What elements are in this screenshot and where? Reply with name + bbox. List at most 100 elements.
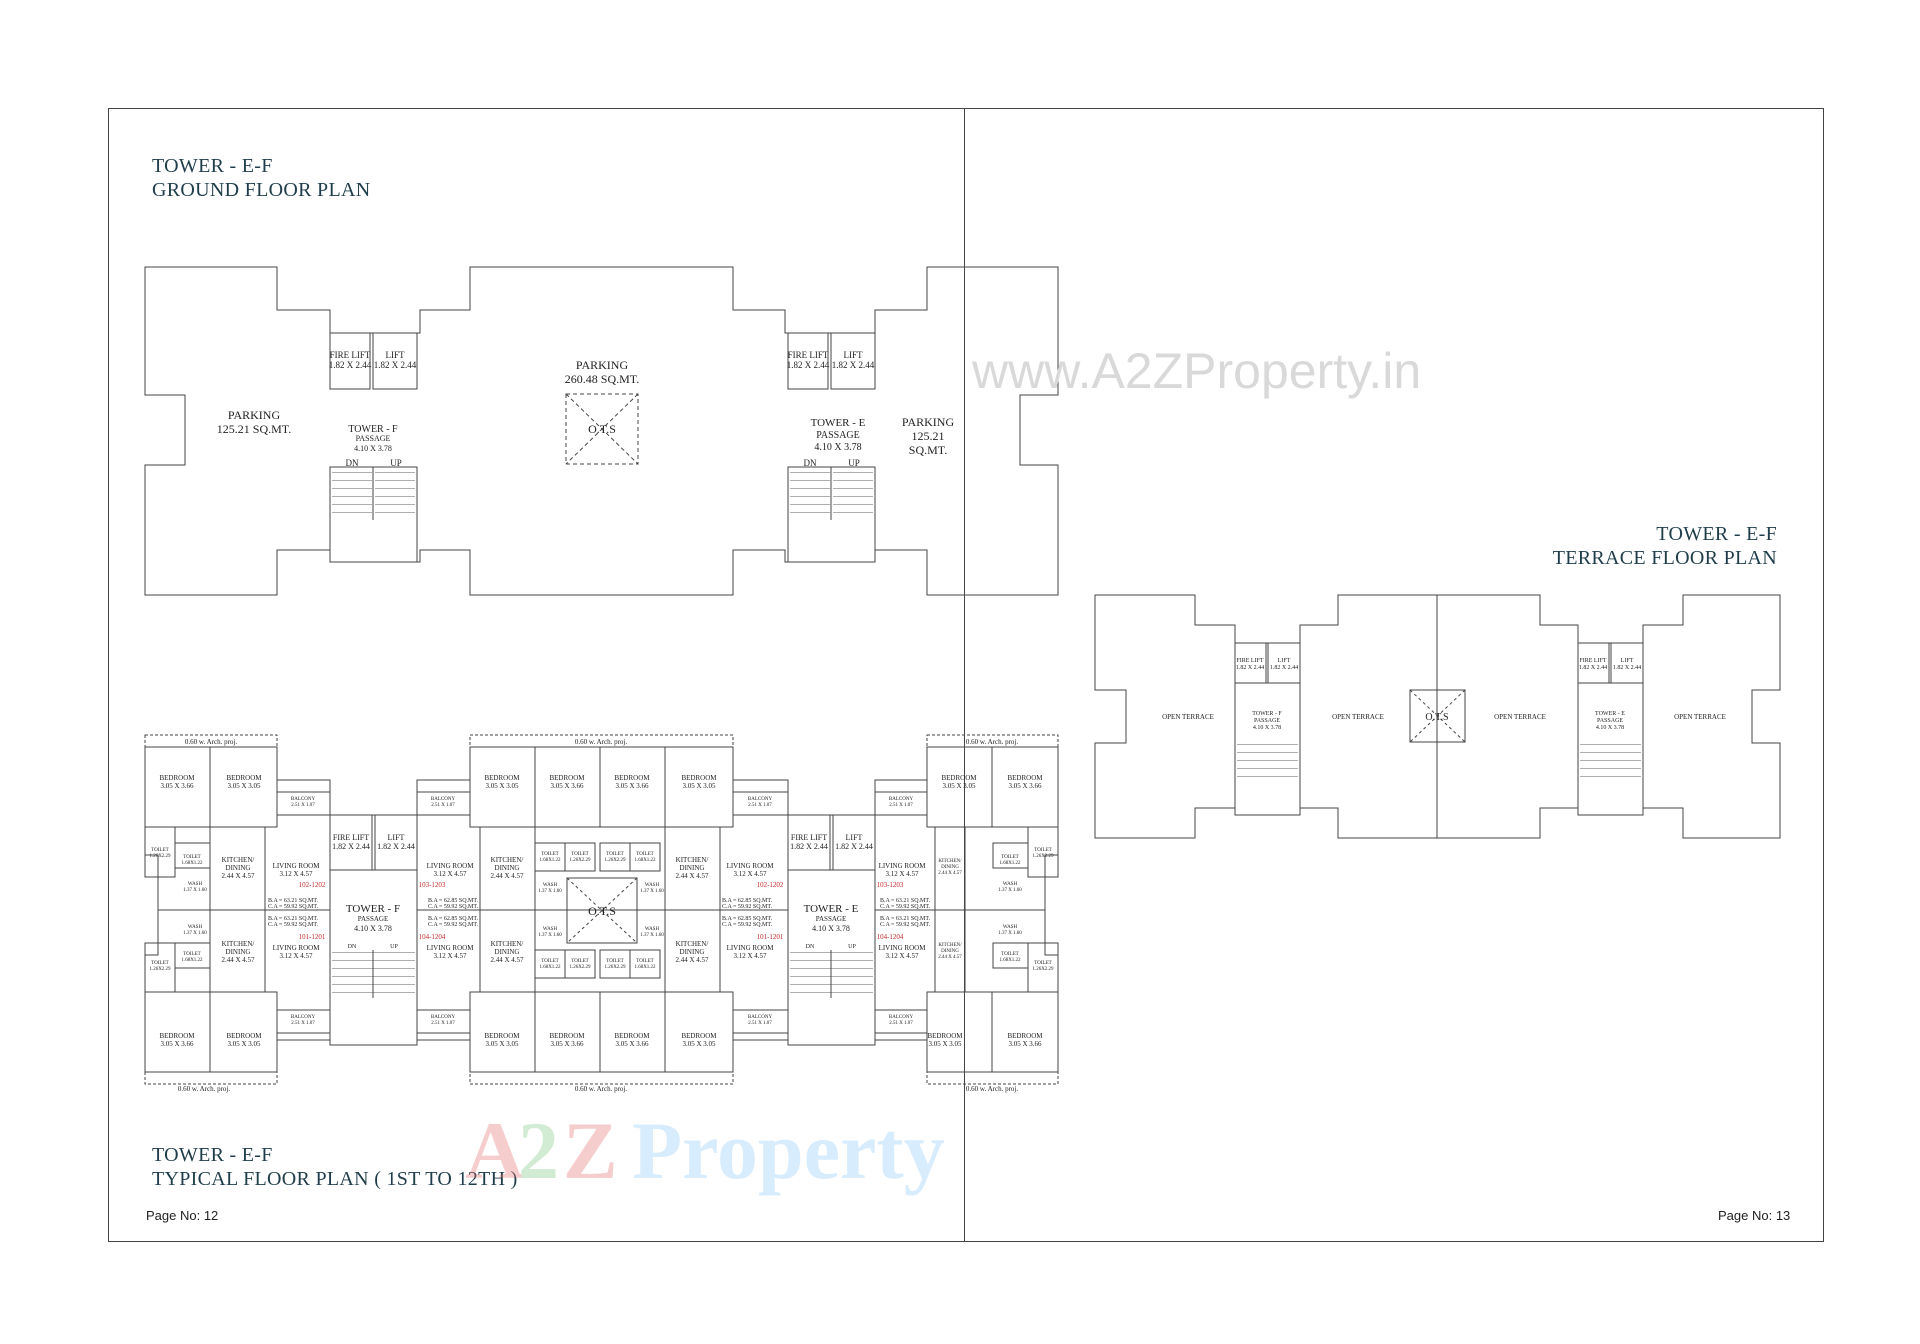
bed-size-5: 3.05 X 3.66 (615, 782, 649, 790)
bed-label-12: BEDROOM (549, 1032, 585, 1040)
bed-size-4: 3.05 X 3.66 (550, 782, 584, 790)
bed-label-5: BEDROOM (614, 774, 650, 782)
ground-tower-f-name: TOWER - F (348, 424, 398, 435)
terrace-fire-lift-e-label: FIRE LIFT (1579, 658, 1607, 664)
typical-up-f: UP (390, 944, 398, 950)
kitchen-label-7: KITCHEN/ (938, 859, 962, 864)
living-size-7: 3.12 X 4.57 (885, 870, 919, 878)
kitchen-size-2: 2.44 X 4.57 (221, 956, 255, 964)
kitchen-6 (664, 909, 721, 993)
arch-proj-label-3: 0.60 w. Arch. proj. (966, 738, 1018, 746)
terrace-floor-plan (1094, 594, 1781, 839)
living-size-4: 3.12 X 4.57 (433, 952, 467, 960)
area-ca-3: C.A = 59.92 SQ.MT. (428, 904, 479, 910)
balcony-label-4: BALCONY (889, 797, 914, 802)
arch-proj-label-2: 0.60 w. Arch. proj. (575, 738, 627, 746)
kitchen-size-8: 2.44 X 4.57 (938, 955, 962, 960)
kitchen-label-3: KITCHEN/ (491, 856, 524, 864)
living-label-2: LIVING ROOM (273, 944, 321, 952)
toilet-label-2: TOILET (183, 855, 200, 860)
kitchen-dining-8: DINING (941, 949, 959, 954)
kitchen-8 (934, 909, 966, 993)
arch-proj-label-1: 0.60 w. Arch. proj. (185, 738, 237, 746)
arch-proj-label-4: 0.60 w. Arch. proj. (178, 1085, 230, 1093)
typical-dn-e: DN (806, 944, 815, 950)
wash-label-6: WASH (645, 927, 660, 932)
toilet-label-8: TOILET (636, 852, 653, 857)
toilet-label-1: TOILET (151, 848, 168, 853)
ground-tower-e-size: 4.10 X 3.78 (814, 442, 861, 453)
logo-watermark-property: Property (632, 1105, 945, 1196)
ground-lift-f-label: LIFT (386, 350, 406, 360)
typical-ots-label: O.T.S (588, 904, 616, 918)
terrace-fire-lift-e-size: 1.82 X 2.44 (1579, 665, 1607, 671)
page-frame (108, 108, 1824, 1242)
living-label-5: LIVING ROOM (727, 862, 775, 870)
living-size-5: 3.12 X 4.57 (733, 870, 767, 878)
ground-tower-e-passage: PASSAGE (816, 430, 860, 441)
wash-label-5: WASH (543, 927, 558, 932)
ground-fire-lift-e-size: 1.82 X 2.44 (787, 360, 830, 370)
balcony-label-3: BALCONY (748, 797, 773, 802)
bed-size-14: 3.05 X 3.05 (682, 1040, 716, 1048)
bed-label-1: BEDROOM (159, 774, 195, 782)
ground-fire-lift-f-size: 1.82 X 2.44 (329, 360, 372, 370)
wash-label-7: WASH (1003, 882, 1018, 887)
wash-label-8: WASH (1003, 925, 1018, 930)
bed-label-3: BEDROOM (484, 774, 520, 782)
toilet-label-3: TOILET (151, 961, 168, 966)
wash-size-6: 1.37 X 1.60 (640, 933, 664, 938)
terrace-floor-title-line2: TERRACE FLOOR PLAN (1552, 547, 1777, 569)
balcony-label-1: BALCONY (291, 797, 316, 802)
balcony-label-2: BALCONY (431, 797, 456, 802)
ground-floor-plan (144, 266, 1059, 596)
area-ba-4: B.A = 62.85 SQ.MT. (428, 916, 479, 922)
wash-label-4: WASH (645, 883, 660, 888)
bed-label-6: BEDROOM (681, 774, 717, 782)
typical-ots (566, 877, 638, 944)
balcony-size-3: 2.51 X 1.07 (748, 803, 772, 808)
typical-tower-f-size: 4.10 X 3.78 (354, 924, 392, 933)
bed-label-10: BEDROOM (226, 1032, 262, 1040)
ground-up-f: UP (390, 458, 402, 468)
typical-lift-f-size: 1.82 X 2.44 (377, 842, 415, 851)
bed-label-16: BEDROOM (1007, 1032, 1043, 1040)
ground-floor-title: TOWER - E-F GROUND FLOOR PLAN (152, 154, 370, 202)
terrace-fire-lift-f-size: 1.82 X 2.44 (1236, 665, 1264, 671)
arch-proj-bottom-center (469, 1071, 734, 1085)
area-ca-7: C.A = 59.92 SQ.MT. (880, 904, 931, 910)
balcony-size-2: 2.51 X 1.07 (431, 803, 455, 808)
typical-passage-f (329, 869, 418, 1046)
kitchen-size-7: 2.44 X 4.57 (938, 871, 962, 876)
kitchen-dining-4: DINING (495, 948, 520, 956)
terrace-tower-f-name: TOWER - F (1252, 711, 1282, 717)
living-size-2: 3.12 X 4.57 (279, 952, 313, 960)
flat-number-103-e: 103-1203 (877, 881, 904, 889)
ground-floor-title-line1: TOWER - E-F (152, 155, 273, 177)
arch-proj-label-6: 0.60 w. Arch. proj. (966, 1085, 1018, 1093)
kitchen-dining-6: DINING (680, 948, 705, 956)
area-ca-5: C.A = 59.92 SQ.MT. (722, 904, 773, 910)
url-watermark: www.A2ZProperty.in (971, 343, 1421, 399)
terrace-lift-e-size: 1.82 X 2.44 (1613, 665, 1641, 671)
typical-floor-title: TOWER - E-F TYPICAL FLOOR PLAN ( 1ST TO … (152, 1143, 518, 1191)
ground-floor-outline (144, 266, 1059, 596)
terrace-ots-label: O.T.S (1425, 712, 1448, 723)
toilet-size-2: 1.68X1.22 (181, 861, 203, 866)
balcony-label-6: BALCONY (431, 1015, 456, 1020)
bed-label-11: BEDROOM (484, 1032, 520, 1040)
wash-size-4: 1.37 X 1.60 (640, 889, 664, 894)
toilet-size-10: 1.26X2.29 (569, 965, 591, 970)
ground-parking-center-label: PARKING (576, 358, 629, 372)
balcony-size-1: 2.51 X 1.07 (291, 803, 315, 808)
bed-size-9: 3.05 X 3.66 (160, 1040, 194, 1048)
terrace-lift-f-size: 1.82 X 2.44 (1270, 665, 1298, 671)
kitchen-size-5: 2.44 X 4.57 (675, 872, 709, 880)
bed-size-12: 3.05 X 3.66 (550, 1040, 584, 1048)
balcony-size-4: 2.51 X 1.07 (889, 803, 913, 808)
terrace-tower-e-size: 4.10 X 3.78 (1596, 725, 1624, 731)
kitchen-label-1: KITCHEN/ (222, 856, 255, 864)
typical-tower-e-name: TOWER - E (804, 903, 859, 915)
balcony-label-7: BALCONY (748, 1015, 773, 1020)
